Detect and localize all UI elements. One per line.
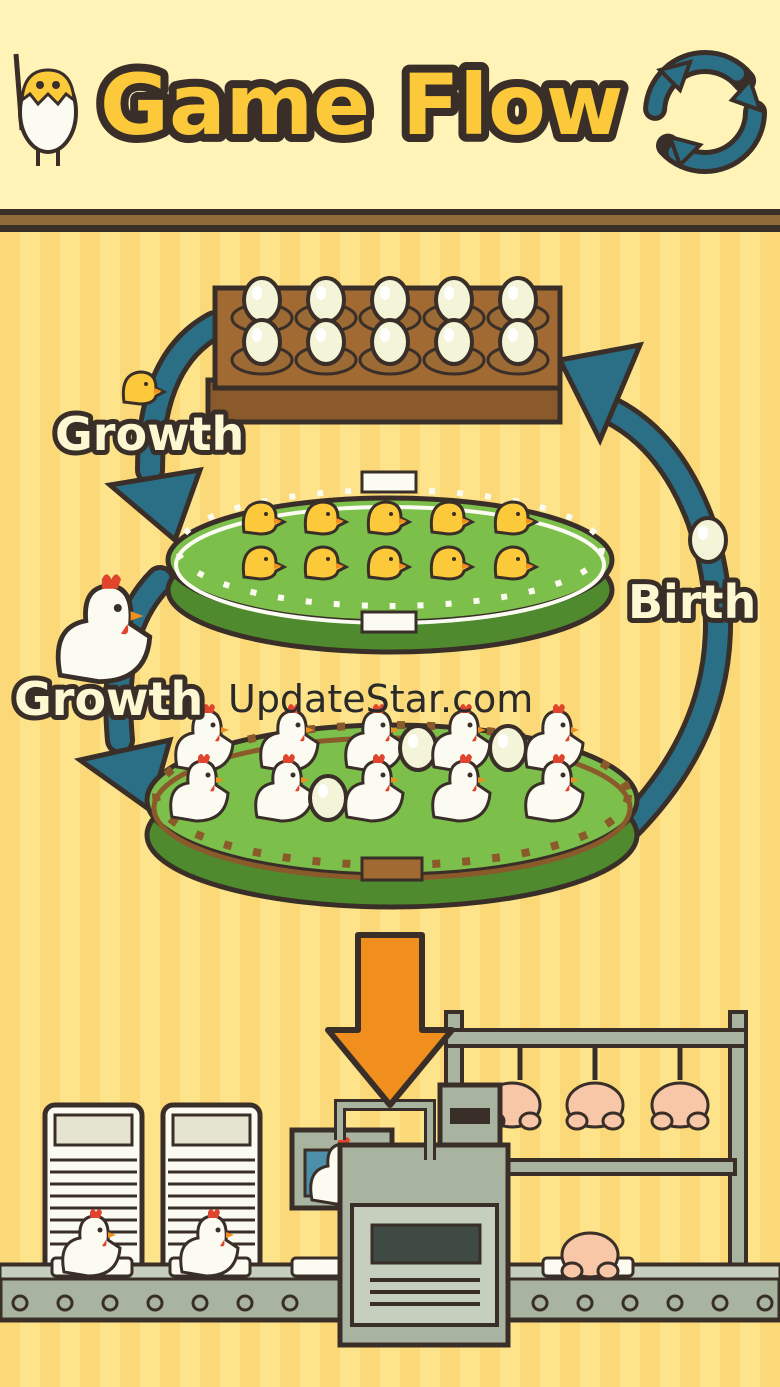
egg-crate [205, 276, 563, 425]
flow-arrows [73, 310, 733, 850]
egg-mascot-icon [13, 53, 78, 166]
chicken-pen [144, 702, 640, 910]
watermark: UpdateStar.com [228, 677, 533, 721]
factory [0, 1010, 780, 1348]
egg-icon [688, 516, 728, 564]
growth-label-chicken: Growth [14, 672, 203, 726]
cycle-arrows-icon [643, 50, 767, 174]
chick-pen [165, 470, 615, 655]
header: Game Flow [0, 0, 780, 232]
title-game: Game [100, 56, 370, 154]
birth-label: Birth [628, 575, 756, 629]
growth-label-chick: Growth [55, 407, 244, 461]
title-flow: Flow [402, 56, 623, 154]
down-arrow-icon [325, 932, 455, 1108]
